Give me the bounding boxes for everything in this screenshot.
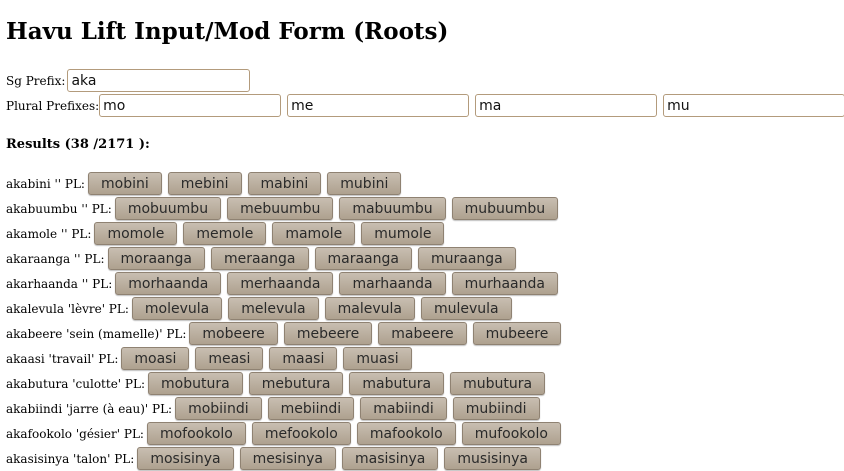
plural-form-button[interactable]: mobutura <box>148 372 243 395</box>
plural-form-button[interactable]: masisinya <box>342 447 439 470</box>
plural-form-button[interactable]: mubiindi <box>452 397 540 420</box>
plural-form-button[interactable]: malevula <box>324 297 415 320</box>
result-label: akarhaanda '' PL: <box>6 276 113 291</box>
plural-form-button[interactable]: marhaanda <box>339 272 446 295</box>
plural-form-button[interactable]: mamole <box>272 222 356 245</box>
result-label: akafookolo 'gésier' PL: <box>6 426 144 441</box>
plural-form-button[interactable]: mafookolo <box>356 422 456 445</box>
plural-form-button[interactable]: mumole <box>361 222 445 245</box>
plural-form-button[interactable]: mesisinya <box>239 447 336 470</box>
plural-form-button[interactable]: mabuumbu <box>339 197 446 220</box>
plural-form-button[interactable]: melevula <box>228 297 319 320</box>
plural-form-button[interactable]: mobeere <box>189 322 278 345</box>
plural-form-button[interactable]: muraanga <box>417 247 516 270</box>
sg-prefix-label: Sg Prefix: <box>6 73 66 88</box>
result-label: akasisinya 'talon' PL: <box>6 451 135 466</box>
result-label: akabuumbu '' PL: <box>6 201 112 216</box>
result-label: akaasi 'travail' PL: <box>6 351 119 366</box>
plural-form-button[interactable]: musisinya <box>444 447 541 470</box>
result-label: akabiindi 'jarre (à eau)' PL: <box>6 401 173 416</box>
plural-form-button[interactable]: mubini <box>327 172 402 195</box>
plural-form-button[interactable]: merhaanda <box>227 272 334 295</box>
result-label: akaraanga '' PL: <box>6 251 105 266</box>
plural-form-button[interactable]: memole <box>183 222 267 245</box>
plural-prefix-input-2[interactable] <box>287 94 470 117</box>
plural-prefixes-label: Plural Prefixes: <box>6 98 100 113</box>
plural-form-button[interactable]: mubutura <box>450 372 546 395</box>
plural-form-button[interactable]: mobuumbu <box>114 197 222 220</box>
plural-prefix-input-3[interactable] <box>475 94 658 117</box>
sg-prefix-input[interactable] <box>67 69 251 92</box>
plural-form-button[interactable]: mobiindi <box>175 397 262 420</box>
plural-form-button[interactable]: moasi <box>121 347 190 370</box>
plural-form-button[interactable]: mubuumbu <box>451 197 559 220</box>
plural-form-button[interactable]: mebutura <box>248 372 344 395</box>
plural-prefix-input-1[interactable] <box>99 94 282 117</box>
plural-form-button[interactable]: mosisinya <box>137 447 234 470</box>
plural-form-button[interactable]: momole <box>94 222 178 245</box>
plural-form-button[interactable]: mebini <box>167 172 242 195</box>
plural-form-button[interactable]: mobini <box>87 172 162 195</box>
plural-form-button[interactable]: molevula <box>131 297 223 320</box>
plural-form-button[interactable]: mebiindi <box>267 397 355 420</box>
plural-form-button[interactable]: mabeere <box>378 322 467 345</box>
plural-form-button[interactable]: mebuumbu <box>227 197 334 220</box>
plural-form-button[interactable]: mebeere <box>283 322 373 345</box>
plural-form-button[interactable]: meraanga <box>210 247 309 270</box>
plural-form-button[interactable]: mefookolo <box>251 422 351 445</box>
plural-form-button[interactable]: mabini <box>247 172 322 195</box>
plural-form-button[interactable]: mubeere <box>472 322 562 345</box>
results-heading: Results (38 /2171 ): <box>6 137 150 152</box>
plural-form-button[interactable]: mulevula <box>420 297 512 320</box>
page-title: Havu Lift Input/Mod Form (Roots) <box>6 18 449 45</box>
plural-prefix-input-4[interactable] <box>663 94 844 117</box>
plural-form-button[interactable]: muasi <box>343 347 412 370</box>
plural-form-button[interactable]: mufookolo <box>461 422 561 445</box>
sg-prefix-row: Sg Prefix: <box>6 69 838 92</box>
result-label: akabutura 'culotte' PL: <box>6 376 146 391</box>
result-label: akamole '' PL: <box>6 226 92 241</box>
plural-form-button[interactable]: maraanga <box>314 247 412 270</box>
plural-form-button[interactable]: mabiindi <box>360 397 447 420</box>
plural-form-button[interactable]: maasi <box>269 347 338 370</box>
plural-form-button[interactable]: murhaanda <box>451 272 558 295</box>
plural-prefixes-row: Plural Prefixes: <box>6 94 844 117</box>
result-label: akabeere 'sein (mamelle)' PL: <box>6 326 187 341</box>
plural-form-button[interactable]: mabutura <box>349 372 445 395</box>
result-label: akabini '' PL: <box>6 176 85 191</box>
plural-form-button[interactable]: mofookolo <box>146 422 246 445</box>
plural-form-button[interactable]: morhaanda <box>115 272 222 295</box>
plural-form-button[interactable]: measi <box>195 347 264 370</box>
plural-form-button[interactable]: moraanga <box>107 247 205 270</box>
result-label: akalevula 'lèvre' PL: <box>6 301 129 316</box>
